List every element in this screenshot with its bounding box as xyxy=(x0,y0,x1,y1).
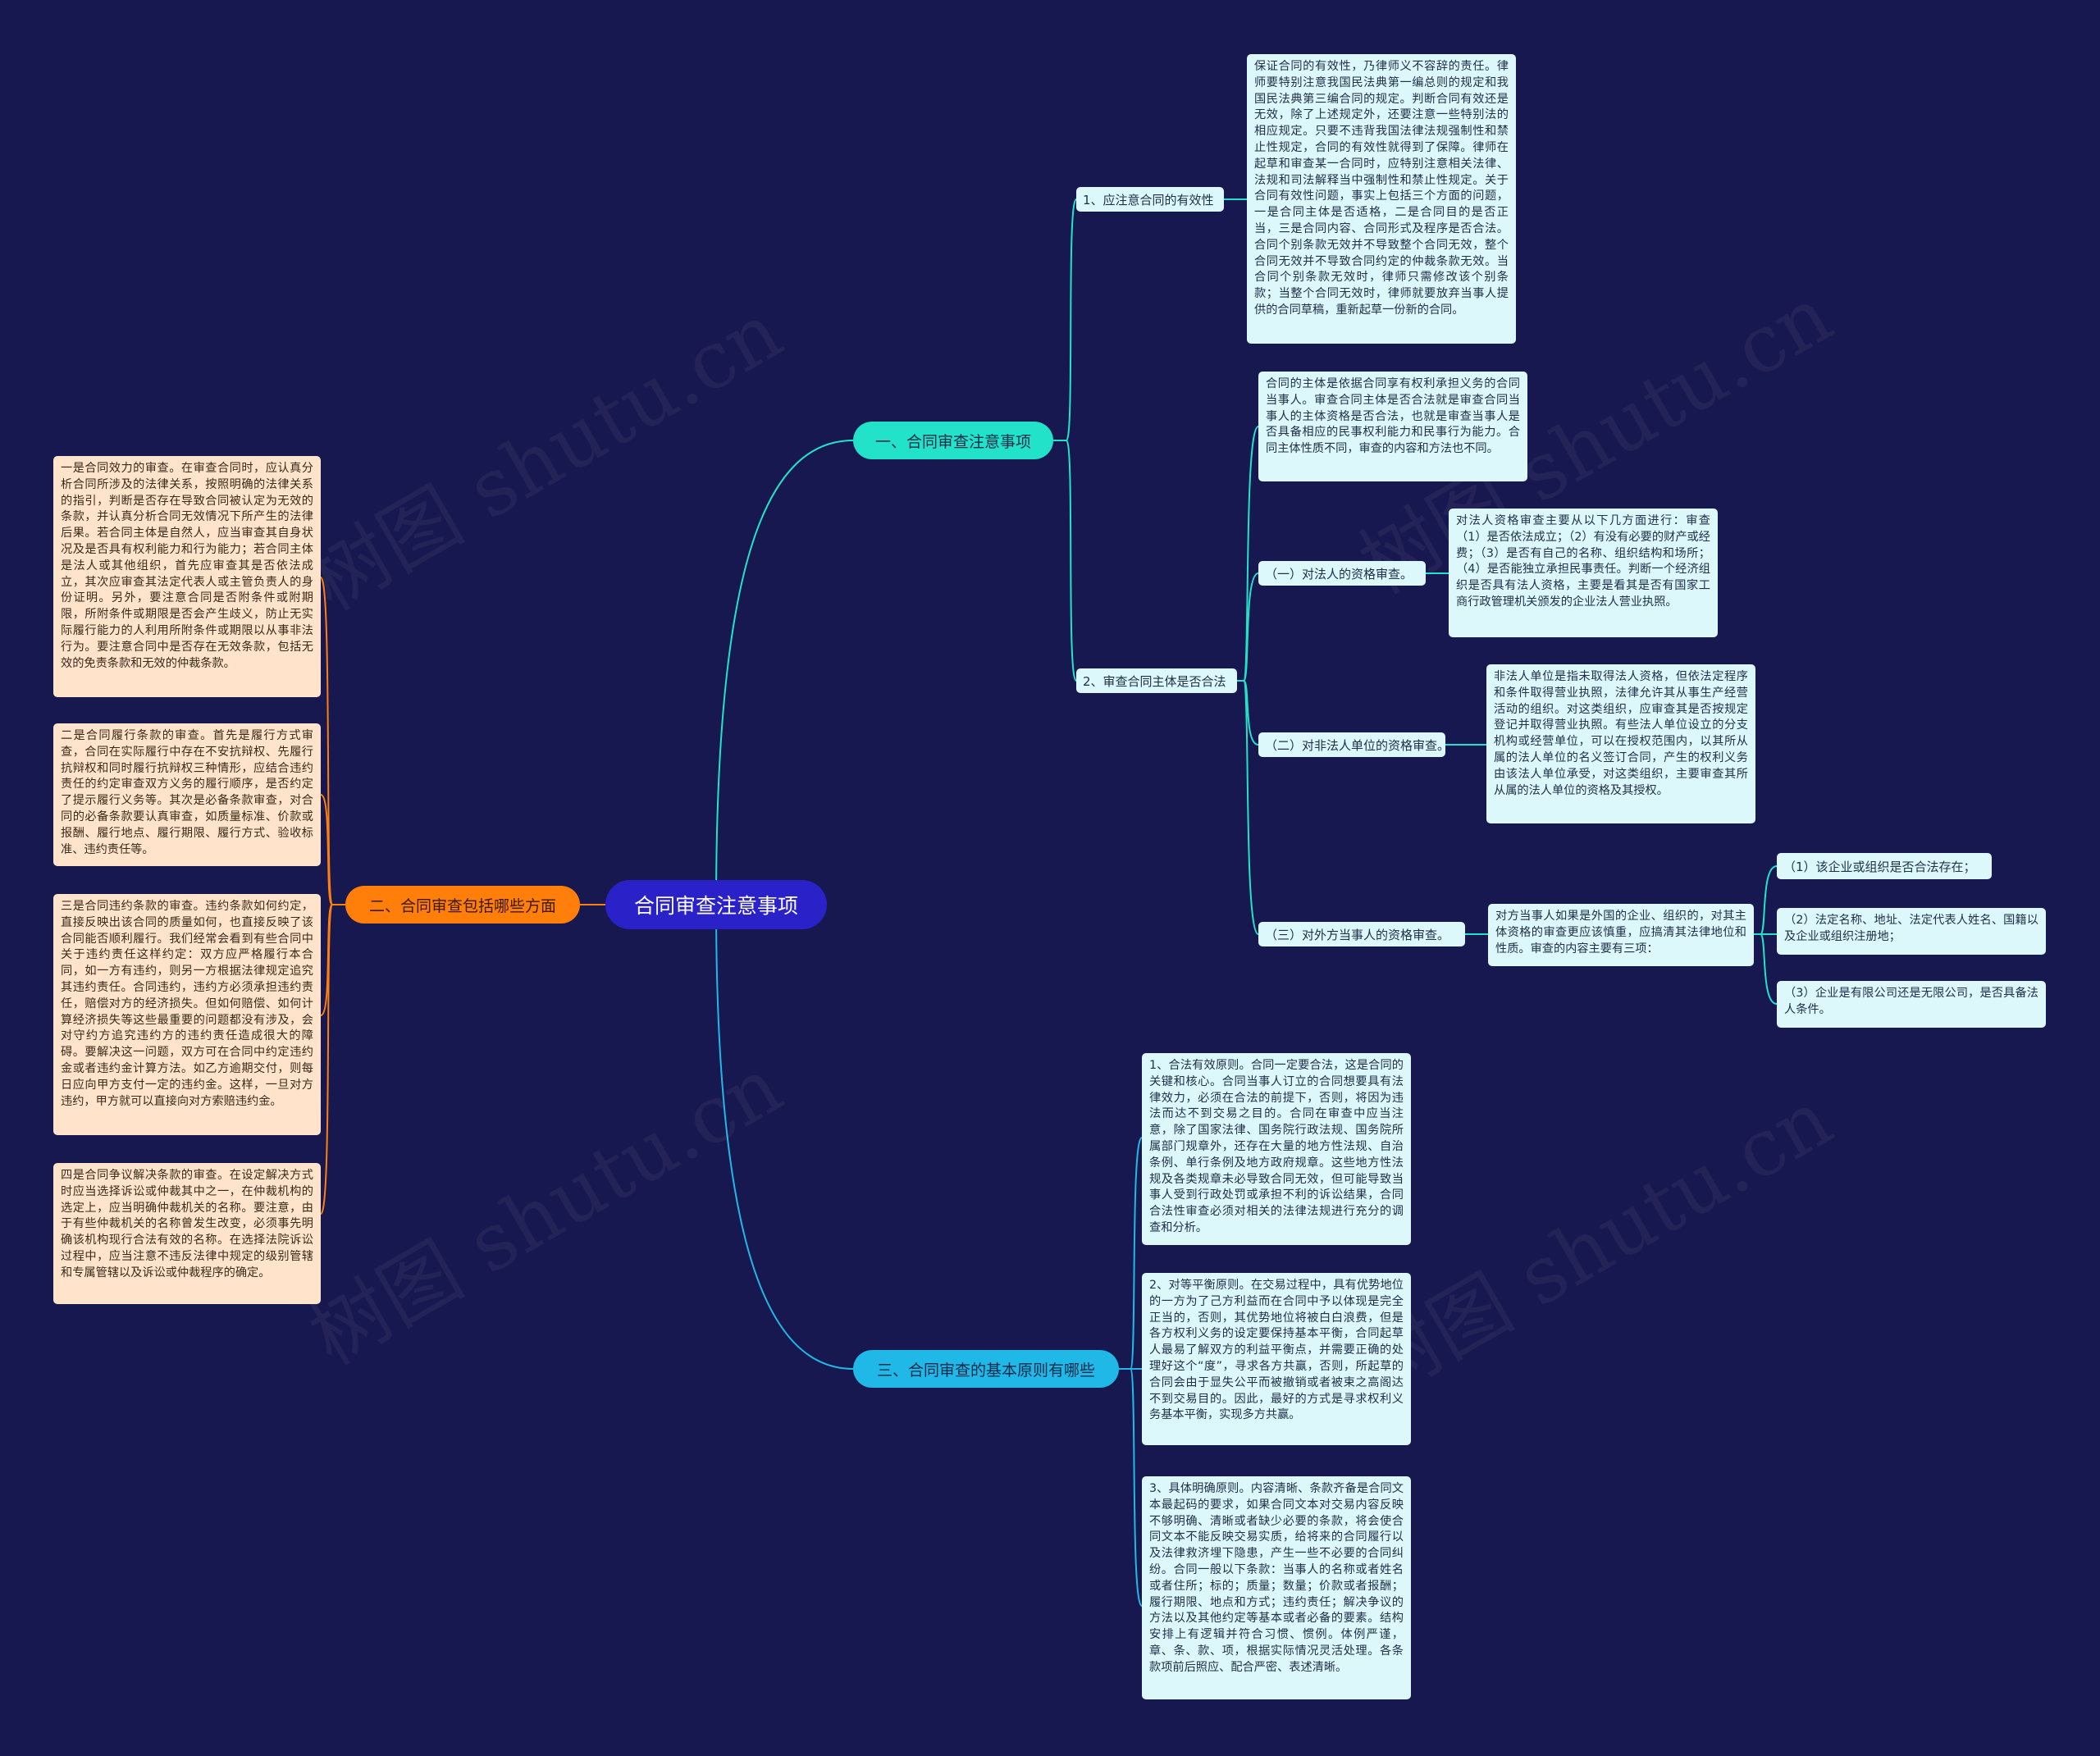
principle-equal-balance: 2、对等平衡原则。在交易过程中，具有优势地位的一方为了己方利益而在合同中予以体现… xyxy=(1142,1273,1411,1445)
text-foreign-party-review: 对方当事人如果是外国的企业、组织的，对其主体资格的审查更应该慎重，应搞清其法律地… xyxy=(1488,904,1754,966)
link-branch2-item2 xyxy=(320,794,345,905)
root-node[interactable]: 合同审查注意事项 xyxy=(605,880,827,929)
review-dispute: 四是合同争议解决条款的审查。在设定解决方式时应当选择诉讼或仲裁其中之一，在仲裁机… xyxy=(53,1163,321,1304)
item-legal-person-review[interactable]: （一）对法人的资格审查。 xyxy=(1258,561,1426,586)
point-2: （2）法定名称、地址、法定代表人姓名、国籍以及企业或组织注册地； xyxy=(1777,908,2046,955)
link-item2-sub2 xyxy=(1237,680,1259,746)
link-branch3-item1 xyxy=(1119,1137,1143,1370)
link-sub3-point3 xyxy=(1754,933,1778,1005)
branch-3-node[interactable]: 三、合同审查的基本原则有哪些 xyxy=(853,1350,1119,1388)
review-breach: 三是合同违约条款的审查。违约条款如何约定，直接反映出该合同的质量如何，也直接反映… xyxy=(53,894,321,1135)
watermark: 树图 shutu.cn xyxy=(1344,1072,1847,1416)
link-root-branch1 xyxy=(715,440,854,905)
review-validity: 一是合同效力的审查。在审查合同时，应认真分析合同所涉及的法律关系，按照明确的法律… xyxy=(53,456,321,697)
link-branch3-item3 xyxy=(1119,1368,1143,1607)
link-branch2-item3 xyxy=(320,904,345,1016)
link-sub3-point1 xyxy=(1754,865,1778,935)
watermark: 树图 shutu.cn xyxy=(294,285,797,628)
watermark: 树图 shutu.cn xyxy=(294,1039,797,1383)
item-foreign-party-review[interactable]: （三）对外方当事人的资格审查。 xyxy=(1258,922,1465,946)
text-legal-person-review: 对法人资格审查主要从以下几方面进行：审查（1）是否依法成立；（2）有没有必要的财… xyxy=(1449,509,1718,637)
text-non-legal-person-review: 非法人单位是指未取得法人资格，但依法定程序和条件取得营业执照，法律允许其从事生产… xyxy=(1486,664,1755,823)
link-branch1-item2 xyxy=(1053,440,1077,682)
item-contract-validity[interactable]: 1、应注意合同的有效性 xyxy=(1076,187,1224,212)
item-non-legal-person-review[interactable]: （二）对非法人单位的资格审查。 xyxy=(1258,732,1449,757)
point-1: （1）该企业或组织是否合法存在； xyxy=(1777,853,1992,879)
point-3: （3）企业是有限公司还是无限公司，是否具备法人条件。 xyxy=(1777,981,2046,1028)
link-item2-intro xyxy=(1237,426,1259,682)
link-item2-sub1 xyxy=(1237,572,1259,682)
text-contract-validity: 保证合同的有效性，乃律师义不容辞的责任。律师要特别注意我国民法典第一编总则的规定… xyxy=(1247,54,1516,344)
branch-2-node[interactable]: 二、合同审查包括哪些方面 xyxy=(345,886,580,924)
review-performance: 二是合同履行条款的审查。首先是履行方式审查，合同在实际履行中存在不安抗辩权、先履… xyxy=(53,723,321,866)
link-branch2-item4 xyxy=(320,904,345,1215)
principle-legal-valid: 1、合法有效原则。合同一定要合法，这是合同的关键和核心。合同当事人订立的合同想要… xyxy=(1142,1053,1411,1245)
item-contract-subject[interactable]: 2、审查合同主体是否合法 xyxy=(1076,668,1237,693)
link-branch1-item1 xyxy=(1053,198,1077,441)
branch-1-node[interactable]: 一、合同审查注意事项 xyxy=(853,422,1053,459)
principle-specific-clear: 3、具体明确原则。内容清晰、条款齐备是合同文本最起码的要求，如果合同文本对交易内… xyxy=(1142,1476,1411,1699)
link-item2-sub3 xyxy=(1237,680,1259,935)
text-contract-subject-intro: 合同的主体是依据合同享有权利承担义务的合同当事人。审查合同主体是否合法就是审查合… xyxy=(1258,372,1527,481)
